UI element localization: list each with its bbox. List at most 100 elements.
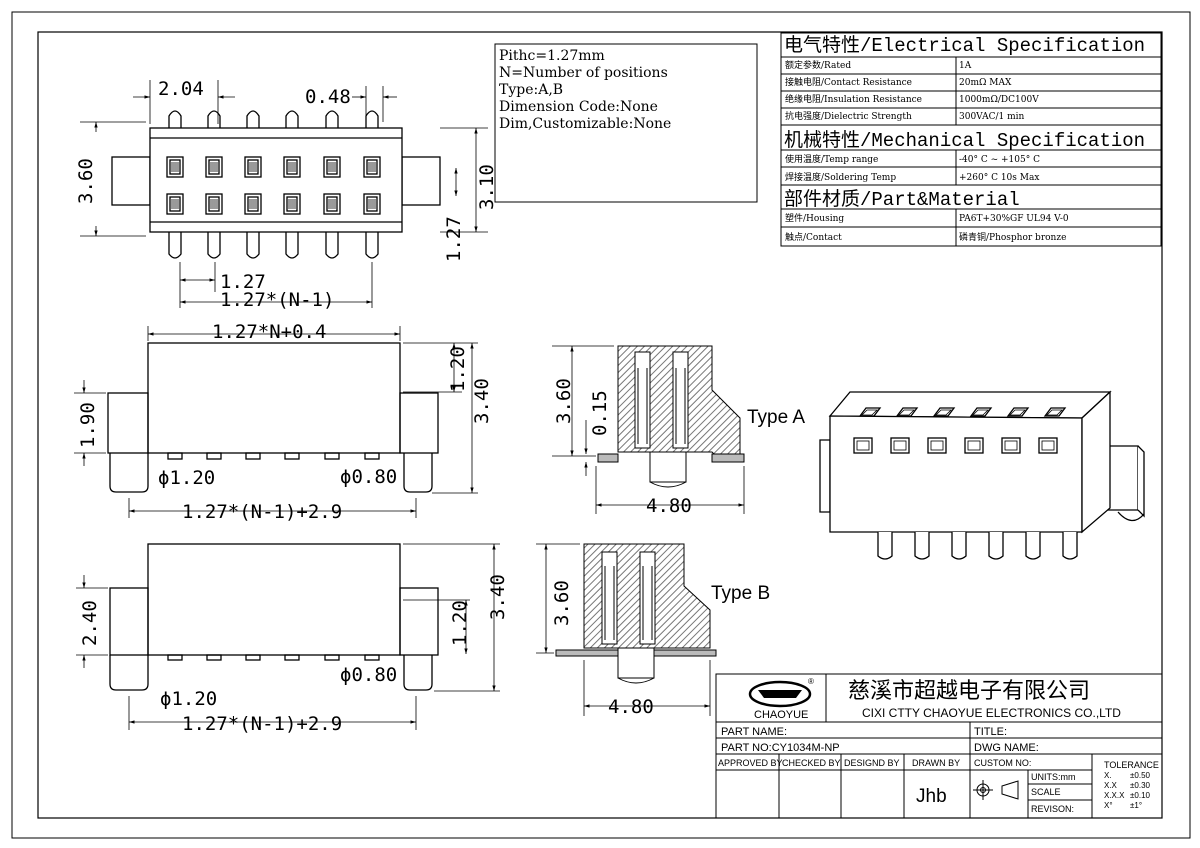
note-line: Type:A,B xyxy=(499,82,563,98)
logo-text: CHAOYUE xyxy=(754,709,808,721)
spec-table xyxy=(780,32,1162,247)
notes-box: Pithc=1.27mm N=Number of positions Type:… xyxy=(494,43,758,203)
pin-foot xyxy=(364,452,380,460)
mechanical-title: 机械特性/Mechanical Specification xyxy=(784,129,1145,152)
spec-label: 使用温度/Temp range xyxy=(785,153,878,165)
scale-label: SCALE xyxy=(1031,787,1061,797)
projection-symbol-icon xyxy=(973,780,1019,800)
contact-cell xyxy=(323,156,341,178)
note-line: Dim,Customizable:None xyxy=(499,116,671,132)
pin xyxy=(951,532,967,560)
spec-value: 20mΩ MAX xyxy=(959,78,1012,88)
units-label: UNITS:mm xyxy=(1031,772,1076,782)
tol-key: X.X xyxy=(1104,781,1118,790)
contact-cell xyxy=(323,193,341,215)
spec-label: 焊接温度/Soldering Temp xyxy=(785,171,896,183)
contact-cell xyxy=(205,193,223,215)
tol-value: ±0.10 xyxy=(1130,791,1151,800)
pin-top xyxy=(207,110,221,128)
dim-label: 3.10 xyxy=(476,164,498,210)
iso-view xyxy=(819,390,1145,560)
part-name-label: PART NAME: xyxy=(721,726,787,738)
spec-value: +260° C 10s Max xyxy=(959,173,1039,183)
logo: ® CHAOYUE xyxy=(748,677,814,721)
note-line: N=Number of positions xyxy=(499,65,668,81)
spec-value: PA6T+30%GF UL94 V-0 xyxy=(959,214,1069,224)
dim-label: ϕ0.80 xyxy=(340,466,397,488)
contact-cell xyxy=(205,156,223,178)
spec-text: 电气特性/Electrical Specification 额定参数/Rated… xyxy=(784,34,1145,243)
custom-no-label: CUSTOM NO: xyxy=(974,758,1031,768)
spec-value: -40° C ~ +105° C xyxy=(959,155,1040,165)
side-view-b xyxy=(109,543,439,691)
dim-label: 3.60 xyxy=(75,158,97,204)
pin xyxy=(914,532,930,560)
cross-section-a-labels: 3.60 0.15 4.80 Type A xyxy=(553,378,805,517)
title-label: TITLE: xyxy=(974,726,1007,738)
part-no-label: PART NO:CY1034M-NP xyxy=(721,742,840,754)
title-block xyxy=(715,673,1163,819)
pin-bottom xyxy=(285,232,299,259)
side-view-a-dim-labels: 1.27*N+0.4 1.20 3.40 1.90 ϕ1.20 ϕ0.80 1.… xyxy=(77,321,493,523)
checked-by-label: CHECKED BY xyxy=(782,758,841,768)
dim-label: 0.48 xyxy=(305,86,351,108)
cross-section-a-dims xyxy=(552,345,745,514)
spec-value: 300VAC/1 min xyxy=(959,112,1024,122)
dim-label: 1.20 xyxy=(449,600,471,646)
contact-cell xyxy=(166,156,184,178)
tol-key: X. xyxy=(1104,771,1112,780)
dim-label: 0.15 xyxy=(589,390,611,436)
pin xyxy=(1025,532,1041,560)
tol-value: ±0.50 xyxy=(1130,771,1151,780)
pin-top xyxy=(285,110,299,128)
side-view-b-dim-labels: 2.40 1.20 3.40 ϕ1.20 ϕ0.80 1.27*(N-1)+2.… xyxy=(79,574,509,735)
spec-value: 1000mΩ/DC100V xyxy=(959,95,1039,105)
dim-label: 2.40 xyxy=(79,600,101,646)
drawer-name: Jhb xyxy=(916,786,947,807)
contact-cell xyxy=(244,193,262,215)
dim-label: 1.90 xyxy=(77,402,99,448)
type-a-label: Type A xyxy=(747,407,805,428)
pin-foot xyxy=(324,654,340,661)
cross-section-b xyxy=(555,543,717,684)
pin xyxy=(1062,532,1078,560)
dim-label: ϕ0.80 xyxy=(340,664,397,686)
contact-cell xyxy=(363,193,381,215)
dim-label: 1.27 xyxy=(220,271,266,293)
dim-label: ϕ1.20 xyxy=(160,688,217,710)
cross-section-b-labels: 3.60 4.80 Type B xyxy=(551,580,770,718)
note-line: Pithc=1.27mm xyxy=(499,48,605,64)
dim-label: 3.40 xyxy=(487,574,509,620)
contact-cell xyxy=(363,156,381,178)
note-line: Dimension Code:None xyxy=(499,99,658,115)
pin xyxy=(988,532,1004,560)
dwg-name-label: DWG NAME: xyxy=(974,742,1039,754)
pin xyxy=(877,532,893,560)
top-view-dims xyxy=(80,80,488,308)
cross-section-b-dims xyxy=(536,543,711,716)
title-block-text: 慈溪市超越电子有限公司 CIXI CTTY CHAOYUE ELECTRONIC… xyxy=(718,679,1159,814)
tol-value: ±0.30 xyxy=(1130,781,1151,790)
type-b-label: Type B xyxy=(711,583,770,604)
dim-label: 3.60 xyxy=(551,580,573,626)
pin-foot xyxy=(245,654,261,661)
pin-bottom xyxy=(246,232,260,259)
drawn-by-label: DRAWN BY xyxy=(912,758,960,768)
pin-foot xyxy=(167,452,183,460)
top-view xyxy=(111,110,441,259)
spec-value: 1A xyxy=(959,61,972,71)
revision-label: REVISON: xyxy=(1031,804,1074,814)
contact-cell xyxy=(283,156,301,178)
dim-label: 3.40 xyxy=(471,378,493,424)
tol-key: X.X.X xyxy=(1104,791,1125,800)
dim-label: 3.60 xyxy=(553,378,575,424)
inner-frame xyxy=(37,31,1163,819)
dim-label: ϕ1.20 xyxy=(158,467,215,489)
pin-foot xyxy=(364,654,380,661)
pin-top xyxy=(325,110,339,128)
tol-key: X° xyxy=(1104,801,1113,810)
side-view-b-dims xyxy=(76,543,500,730)
dim-label: 1.27*(N-1) xyxy=(220,289,334,311)
spec-label: 塑件/Housing xyxy=(785,212,844,224)
